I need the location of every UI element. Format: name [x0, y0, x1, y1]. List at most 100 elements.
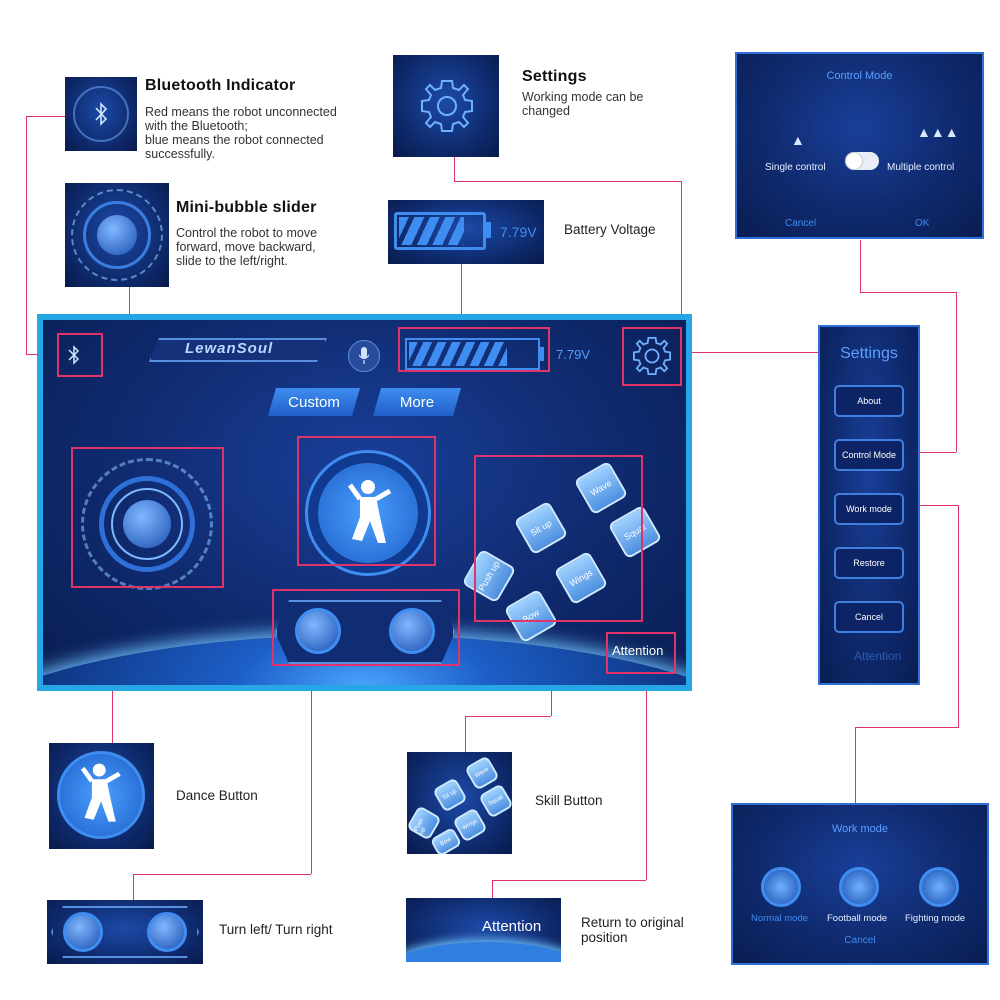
turn-left-icon	[63, 912, 103, 952]
connector-line	[492, 880, 646, 882]
connector-line	[133, 874, 311, 876]
highlight-joystick	[71, 447, 224, 588]
battery-thumbnail: 7.79V	[388, 200, 544, 264]
tab-more[interactable]: More	[373, 388, 461, 416]
connector-line	[958, 505, 960, 727]
connector-line	[465, 716, 467, 752]
tab-custom[interactable]: Custom	[268, 388, 360, 416]
turn-right-button[interactable]	[389, 608, 435, 654]
highlight-settings	[622, 327, 682, 386]
slider-thumbnail	[65, 183, 169, 287]
connector-line	[646, 674, 648, 880]
settings-title: Settings	[522, 68, 587, 85]
highlight-dance	[297, 436, 436, 566]
logo-text: LewanSoul	[185, 340, 274, 357]
bluetooth-icon[interactable]	[67, 344, 81, 371]
work-mode-panel: Work mode Normal mode Football mode Figh…	[731, 803, 989, 965]
battery-icon	[394, 212, 486, 250]
gear-icon	[418, 77, 476, 140]
bluetooth-thumbnail	[65, 77, 137, 151]
connector-line	[461, 264, 463, 328]
dancer-icon	[346, 477, 396, 554]
menu-about-button[interactable]: About	[834, 385, 904, 417]
connector-line	[860, 292, 956, 294]
turn-right-icon	[147, 912, 187, 952]
work-mode-cancel[interactable]: Cancel	[844, 935, 876, 946]
connector-line	[900, 505, 958, 507]
connector-line	[855, 727, 857, 805]
main-screen: LewanSoul 7.79V Custom More	[43, 320, 686, 685]
highlight-skills	[474, 455, 643, 622]
menu-cancel-button[interactable]: Cancel	[834, 601, 904, 633]
connector-line	[26, 116, 28, 354]
dance-button[interactable]	[305, 450, 431, 576]
football-mode-label: Football mode	[827, 913, 888, 924]
settings-menu-panel: Settings About Control Mode Work mode Re…	[818, 325, 920, 685]
dance-button-label: Dance Button	[176, 788, 258, 803]
joystick-knob[interactable]	[123, 500, 171, 548]
attention-thumbnail: Attention	[406, 898, 561, 962]
skill-button-label: Skill Button	[535, 793, 603, 808]
work-mode-title: Work mode	[831, 823, 889, 835]
connector-line	[311, 666, 313, 874]
bluetooth-title: Bluetooth Indicator	[145, 77, 296, 94]
gear-icon[interactable]	[631, 335, 673, 382]
battery-level-fill	[399, 217, 464, 245]
turn-thumbnail	[47, 900, 203, 964]
battery-icon	[405, 338, 540, 370]
battery-level-fill	[409, 342, 508, 366]
normal-mode-icon[interactable]	[761, 867, 801, 907]
menu-restore-button[interactable]: Restore	[834, 547, 904, 579]
connector-line	[454, 157, 456, 181]
connector-line	[682, 352, 822, 354]
dance-thumbnail	[49, 743, 154, 849]
connector-line	[454, 181, 681, 183]
turn-left-button[interactable]	[295, 608, 341, 654]
connector-line	[860, 240, 862, 292]
thumb-skill-sit-up: Sit up	[432, 777, 468, 813]
control-mode-panel: Control Mode ▲ ▲▲▲ Single control Multip…	[735, 52, 984, 239]
control-mode-ok[interactable]: OK	[915, 218, 930, 229]
football-mode-icon[interactable]	[839, 867, 879, 907]
connector-line	[492, 880, 494, 898]
highlight-attention	[606, 632, 676, 674]
settings-description: Working mode can be changed	[522, 90, 644, 118]
attention-button[interactable]: Attention	[612, 643, 664, 658]
slider-title: Mini-bubble slider	[176, 199, 317, 216]
joystick[interactable]	[81, 458, 213, 590]
single-control-label: Single control	[765, 162, 826, 173]
control-mode-toggle[interactable]	[845, 152, 879, 170]
skill-thumbnail: Wave Sit up Squat Push up Wings Bow	[407, 752, 512, 854]
fighting-mode-icon[interactable]	[919, 867, 959, 907]
slider-description: Control the robot to move forward, move …	[176, 226, 318, 268]
bluetooth-icon	[65, 77, 137, 151]
dancer-icon	[79, 759, 125, 834]
highlight-bluetooth	[57, 333, 103, 377]
bluetooth-description: Red means the robot unconnected with the…	[145, 105, 337, 161]
multiple-control-label: Multiple control	[887, 162, 955, 173]
settings-thumbnail	[393, 55, 499, 157]
logo-bar	[149, 338, 327, 362]
settings-menu-title: Settings	[840, 345, 898, 362]
attention-thumb-text: Attention	[482, 918, 542, 935]
main-screen-frame: LewanSoul 7.79V Custom More	[37, 314, 692, 691]
return-label: Return to original position	[581, 915, 684, 945]
menu-work-mode-button[interactable]: Work mode	[834, 493, 904, 525]
highlight-turn	[272, 589, 460, 666]
battery-label: Battery Voltage	[564, 222, 656, 237]
single-robot-icon: ▲	[791, 132, 805, 148]
turn-label: Turn left/ Turn right	[219, 922, 333, 937]
menu-control-mode-button[interactable]: Control Mode	[834, 439, 904, 471]
fighting-mode-label: Fighting mode	[905, 913, 966, 924]
battery-voltage: 7.79V	[556, 347, 590, 362]
multiple-robot-icon: ▲▲▲	[917, 124, 959, 140]
connector-line	[855, 727, 959, 729]
connector-line	[26, 116, 66, 118]
battery-voltage: 7.79V	[500, 224, 537, 240]
thumb-skill-squat: Squat	[478, 783, 512, 819]
control-mode-cancel[interactable]: Cancel	[785, 218, 817, 229]
highlight-battery	[398, 327, 550, 372]
connector-line	[465, 716, 551, 718]
settings-menu-attention: Attention	[854, 649, 902, 663]
connector-line	[681, 181, 683, 328]
